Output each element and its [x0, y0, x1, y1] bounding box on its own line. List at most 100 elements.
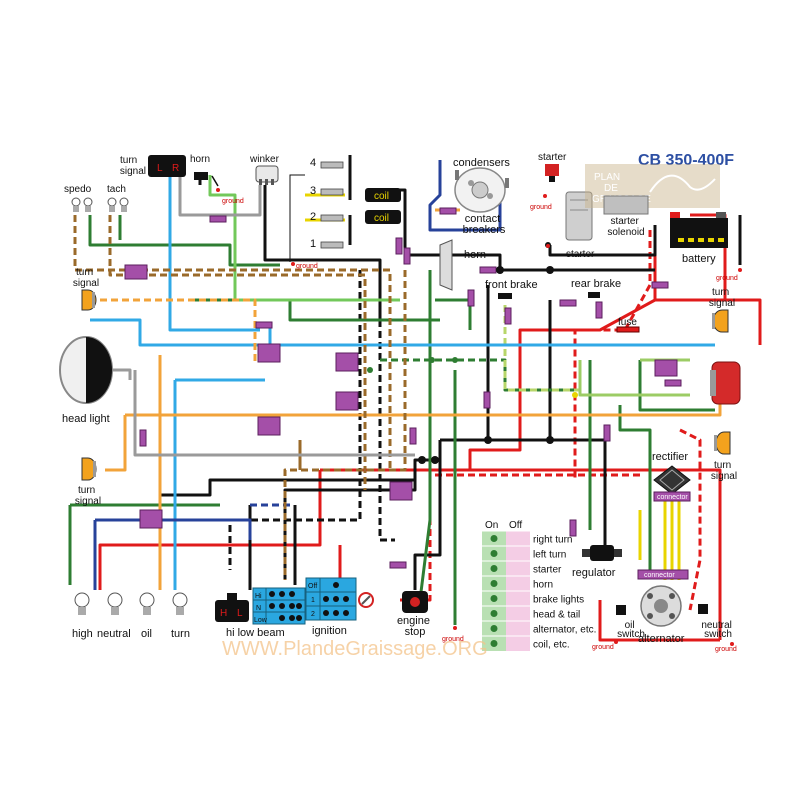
- legend-on-dot: [490, 595, 498, 602]
- tail-light: [710, 361, 741, 405]
- legend-on-dot: [490, 550, 498, 557]
- regulator: regulator: [572, 545, 622, 579]
- engine-stop-switch: engine stop: [397, 591, 433, 638]
- horn-label: horn: [464, 249, 486, 261]
- wire-red: [470, 468, 722, 640]
- svg-text:1: 1: [311, 597, 315, 604]
- ground-label: ground: [296, 263, 318, 270]
- wire-black: [550, 438, 607, 545]
- horn-switch-label: horn: [190, 154, 210, 165]
- svg-text:high: high: [72, 628, 93, 640]
- oil-switch: oil switch ground: [592, 605, 645, 651]
- wire-blue: [90, 318, 715, 347]
- fuse-label: fuse: [618, 317, 637, 328]
- wire-navy: [95, 518, 252, 540]
- wires: [68, 155, 762, 642]
- starter-button-label: starter: [538, 152, 567, 163]
- starter-solenoid-label: starter solenoid: [607, 216, 644, 238]
- wire-brown: [283, 270, 407, 580]
- wire-red: [98, 470, 322, 590]
- svg-text:H: H: [220, 608, 227, 619]
- coil-label: coil: [374, 191, 389, 202]
- battery: battery ground: [670, 212, 742, 282]
- horn: horn: [439, 239, 486, 291]
- wire-red: [598, 600, 720, 642]
- alternator: connector alternator: [637, 569, 689, 645]
- svg-text:2: 2: [311, 611, 315, 618]
- coil-num-2: 2: [310, 211, 316, 223]
- connector: [654, 359, 678, 377]
- alternator-connector-label: connector: [644, 572, 675, 579]
- head-light: head light: [59, 336, 113, 425]
- contact-breakers: condensers contact breakers: [453, 157, 510, 236]
- legend-on-dot: [490, 640, 498, 647]
- svg-text:L: L: [237, 608, 243, 619]
- neutral-switch: neutral switch ground: [698, 604, 737, 653]
- battery-label: battery: [682, 253, 716, 265]
- connector: [603, 424, 611, 442]
- front-brake-label: front brake: [485, 279, 538, 291]
- wire-green: [618, 405, 652, 570]
- connector: [439, 207, 457, 215]
- legend-item: alternator, etc.: [533, 625, 596, 636]
- coil-num-4: 4: [310, 157, 316, 169]
- legend-on-dot: [490, 610, 498, 617]
- tach-label: tach: [107, 184, 126, 195]
- ignition-table: Off 1 2 ignition: [305, 577, 374, 637]
- spark-plug-bracket: 4 3 2 1 ground: [289, 157, 344, 270]
- turn-signal-front-left: turn signal: [73, 267, 99, 311]
- wire-green: [435, 298, 472, 330]
- watermark-text: WWW.PlandeGraissage.ORG: [222, 638, 488, 660]
- ground-label: ground: [716, 275, 738, 282]
- connector: [483, 391, 491, 409]
- svg-text:neutral: neutral: [97, 628, 131, 640]
- wire-lightgreen: [208, 175, 400, 302]
- connector: [395, 237, 403, 255]
- connector: [409, 427, 417, 445]
- rear-brake-switch: rear brake: [571, 278, 621, 298]
- horn-switch: horn ground: [190, 154, 244, 205]
- engine-stop-label: engine stop: [397, 615, 433, 638]
- legend-item: starter: [533, 565, 562, 576]
- connector: [209, 215, 227, 223]
- legend-item: head & tail: [533, 610, 580, 621]
- ground-label: ground: [442, 636, 464, 643]
- watermark-badge-line: PLAN: [594, 172, 620, 183]
- connector: [255, 321, 273, 329]
- turn-signal-front-right: turn signal: [75, 457, 101, 507]
- ignition-coil: coil: [365, 188, 401, 202]
- regulator-label: regulator: [572, 567, 616, 579]
- turn-signal-rear-left: turn signal: [711, 431, 737, 482]
- winker-label: winker: [249, 154, 280, 165]
- ignition-coil: coil: [365, 210, 401, 224]
- ground-symbol: [546, 244, 550, 248]
- starter-motor: starter: [565, 191, 595, 260]
- wire-green: [195, 298, 440, 322]
- wire-brown: [108, 215, 367, 490]
- wire-black: [486, 285, 552, 442]
- wire-green: [68, 503, 220, 585]
- connector: [651, 281, 669, 289]
- rear-brake-label: rear brake: [571, 278, 621, 290]
- wire-red: [679, 428, 702, 611]
- legend-item: coil, etc.: [533, 640, 570, 651]
- connector: [569, 519, 577, 537]
- turn-signal-label: turn signal: [711, 460, 737, 482]
- coil-num-3: 3: [310, 185, 316, 197]
- indicator-high: high: [72, 592, 93, 640]
- connector: [335, 352, 359, 372]
- wire-black: [228, 270, 362, 570]
- connector: [595, 301, 603, 319]
- wire-black: [378, 265, 395, 542]
- wire-black: [413, 440, 442, 590]
- ground-symbol: ground: [442, 626, 464, 643]
- wire-gray: [110, 368, 132, 380]
- connector: [559, 299, 577, 307]
- legend-item: right turn: [533, 535, 572, 546]
- wire-gray: [178, 165, 262, 217]
- turn-signal-R: R: [172, 163, 179, 174]
- wire-orange: [105, 415, 127, 472]
- wire-green: [88, 215, 280, 267]
